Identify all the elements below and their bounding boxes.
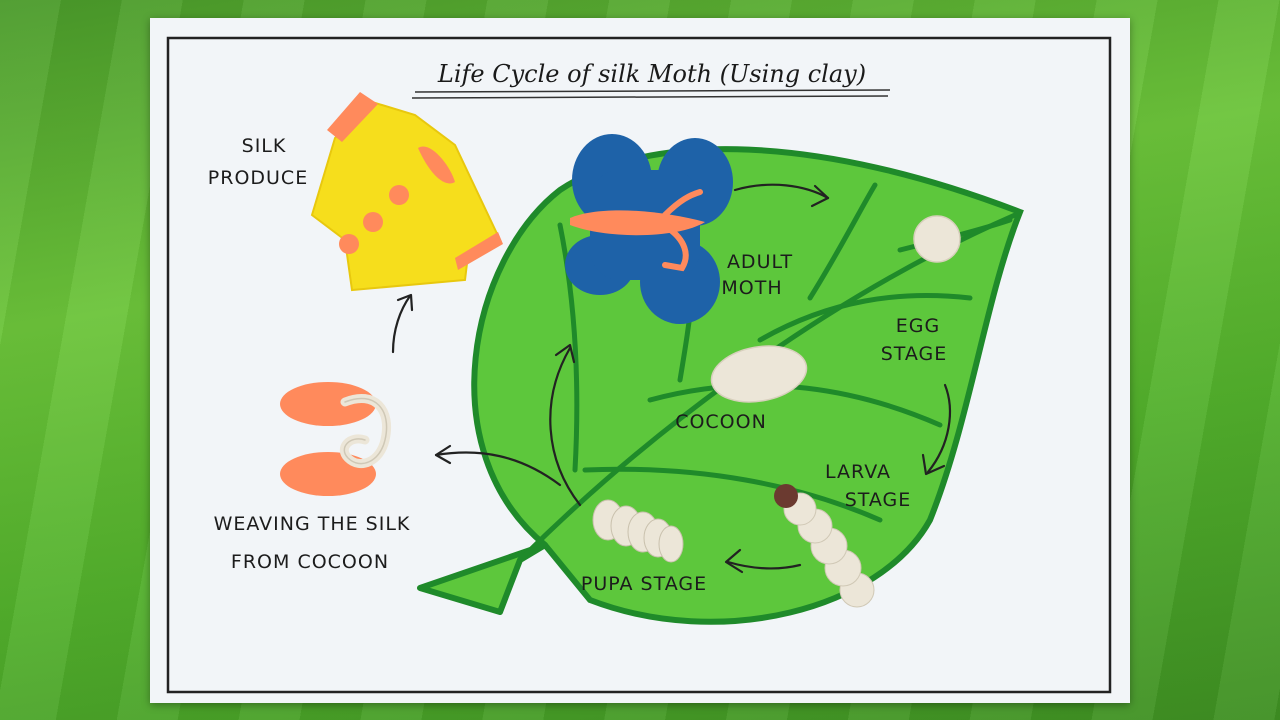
- page-border: [166, 36, 1112, 694]
- arrow-icon: [549, 346, 582, 507]
- arrow-icon: [726, 560, 802, 570]
- arrow-icon: [921, 453, 946, 476]
- arrow-icon: [391, 294, 412, 354]
- diagram-title: Life Cycle of silk Moth (Using clay): [437, 60, 866, 88]
- label-larva-stage-line2: STAGE: [845, 489, 912, 511]
- pupa-icon: [592, 499, 684, 563]
- title-underline-1: [414, 89, 891, 93]
- label-adult-moth-line1: ADULT: [727, 251, 793, 273]
- larva-icon: [774, 484, 875, 608]
- arrow-icon: [396, 293, 414, 312]
- arrow-icon: [926, 383, 951, 474]
- arrow-icon: [810, 184, 830, 208]
- label-cocoon: COCOON: [675, 411, 767, 433]
- arrow-icon: [434, 444, 452, 465]
- label-weaving-line2: FROM COCOON: [231, 551, 389, 573]
- egg-icon: [913, 215, 961, 263]
- arrow-icon: [724, 548, 744, 574]
- moth-icon: [565, 134, 733, 324]
- label-egg-stage-line2: STAGE: [881, 343, 948, 365]
- label-adult-moth-line2: MOTH: [721, 277, 782, 299]
- label-silk-produce-line2: PRODUCE: [208, 167, 308, 189]
- label-pupa-stage: PUPA STAGE: [581, 573, 707, 595]
- silk-reel-icon: [280, 382, 391, 496]
- label-egg-stage-line1: EGG: [896, 315, 940, 337]
- cocoon-icon: [710, 345, 808, 403]
- title-underline-2: [411, 95, 889, 99]
- arrow-icon: [554, 343, 576, 364]
- cycle-arrows: [391, 183, 951, 574]
- label-silk-produce-line1: SILK: [242, 135, 287, 157]
- shirt-icon: [310, 92, 503, 292]
- arrow-icon: [733, 183, 830, 200]
- label-larva-stage-line1: LARVA: [825, 461, 891, 483]
- arrow-icon: [434, 451, 562, 487]
- label-weaving-line1: WEAVING THE SILK: [214, 513, 411, 535]
